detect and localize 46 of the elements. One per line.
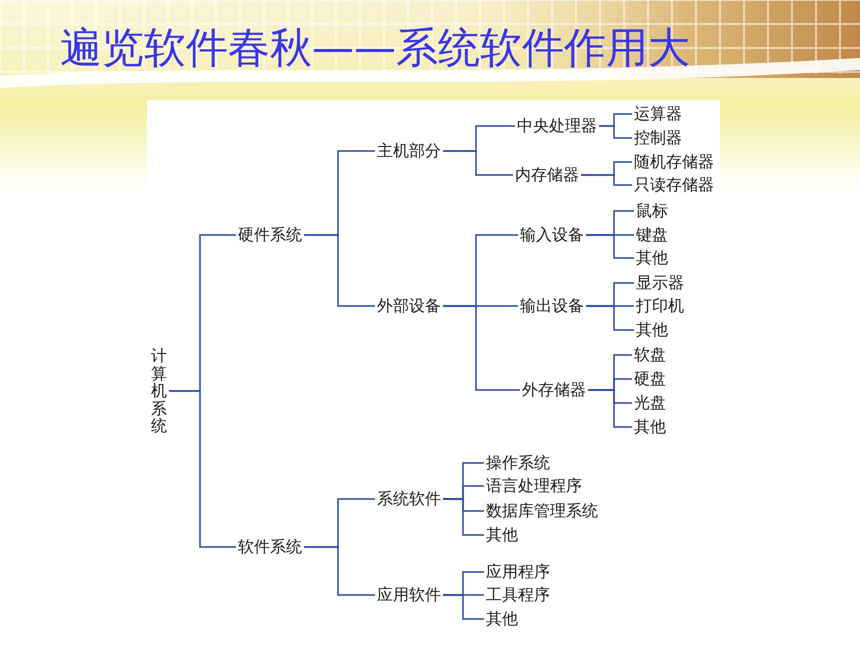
leaf-label: 显示器 xyxy=(634,273,686,293)
connector-line xyxy=(443,498,484,536)
leaf-label: 语言处理程序 xyxy=(484,476,584,496)
branch-label: 主机部分 xyxy=(375,141,443,161)
connector-line xyxy=(586,234,634,259)
connector-line xyxy=(443,305,520,391)
leaf-label: 其他 xyxy=(484,525,520,545)
branch-label: 硬件系统 xyxy=(236,225,304,245)
leaf-label: 数据库管理系统 xyxy=(484,501,600,521)
connector-line xyxy=(586,305,634,331)
branch-label: 系统软件 xyxy=(375,489,443,509)
branch-label: 输出设备 xyxy=(518,296,586,316)
leaf-label: 其他 xyxy=(634,248,670,268)
leaf-label: 打印机 xyxy=(634,296,686,316)
leaf-label: 控制器 xyxy=(632,128,684,148)
slide-title: 遍览软件春秋——系统软件作用大 xyxy=(60,22,690,74)
leaf-label: 其他 xyxy=(634,320,670,340)
connector-line xyxy=(169,390,236,548)
leaf-label: 应用程序 xyxy=(484,562,552,582)
leaf-label: 其他 xyxy=(632,417,668,437)
connector-line xyxy=(599,125,632,139)
branch-label: 外存储器 xyxy=(520,380,588,400)
leaf-label: 光盘 xyxy=(632,393,668,413)
leaf-label: 工具程序 xyxy=(484,585,552,605)
connector-line xyxy=(581,174,632,186)
connector-line xyxy=(588,389,632,428)
connector-line xyxy=(304,546,375,596)
leaf-label: 键盘 xyxy=(634,225,670,245)
leaf-label: 只读存储器 xyxy=(632,175,716,195)
connector-line xyxy=(443,150,513,176)
leaf-label: 随机存储器 xyxy=(632,152,716,172)
branch-label: 软件系统 xyxy=(236,537,304,557)
leaf-label: 其他 xyxy=(484,609,520,629)
root-label: 计算机系统 xyxy=(149,347,169,435)
leaf-label: 鼠标 xyxy=(634,201,670,221)
leaf-label: 硬盘 xyxy=(632,369,668,389)
branch-label: 外部设备 xyxy=(375,296,443,316)
leaf-label: 运算器 xyxy=(632,104,684,124)
connector-line xyxy=(443,594,484,620)
connector-line xyxy=(304,234,375,307)
leaf-label: 软盘 xyxy=(632,345,668,365)
leaf-label: 操作系统 xyxy=(484,453,552,473)
branch-label: 输入设备 xyxy=(518,225,586,245)
branch-label: 内存储器 xyxy=(513,165,581,185)
branch-label: 应用软件 xyxy=(375,585,443,605)
branch-label: 中央处理器 xyxy=(515,116,599,136)
